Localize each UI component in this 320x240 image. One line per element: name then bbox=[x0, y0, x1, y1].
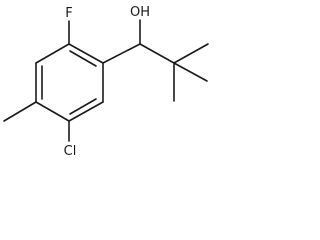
bond-carbinol-quaternary bbox=[139, 43, 175, 64]
bond-ring-carbinol bbox=[102, 43, 141, 64]
ring-double-bond-inner-3 bbox=[69, 98, 97, 115]
bond-c4-methyl bbox=[3, 101, 37, 122]
fluorine-label: F bbox=[65, 6, 72, 21]
ring-bond-c4-c5 bbox=[35, 101, 70, 122]
chlorine-label: Cl bbox=[64, 144, 77, 159]
ring-bond-c1-c2 bbox=[68, 43, 104, 64]
ring-bond-c5-c6 bbox=[68, 101, 104, 122]
benzene-ring bbox=[35, 43, 104, 122]
hydroxyl-label: OH bbox=[130, 5, 150, 20]
bond-quaternary-methyl-right bbox=[173, 62, 208, 82]
bond-quaternary-methyl-top bbox=[173, 43, 209, 64]
ring-double-bond-inner-1 bbox=[69, 50, 97, 67]
ring-bond-c2-c3 bbox=[35, 43, 70, 64]
chemical-structure-diagram: F OH Cl bbox=[3, 5, 209, 159]
